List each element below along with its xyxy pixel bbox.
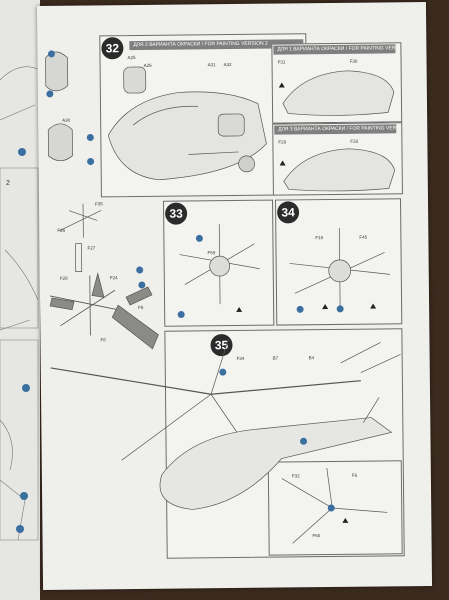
- part-label: F30: [349, 58, 358, 64]
- part-label: F5: [138, 304, 144, 311]
- part-label: F18: [315, 235, 324, 241]
- part-label: F28: [59, 275, 68, 281]
- part-label: F6: [351, 472, 358, 478]
- left-page: 2: [0, 0, 40, 600]
- part-label: A30: [62, 117, 71, 123]
- part-label: A26: [143, 62, 152, 68]
- part-label: F31: [277, 59, 286, 65]
- part-label: F26: [57, 227, 66, 233]
- part-label: F34: [236, 355, 245, 361]
- instruction-page: 32 ДЛЯ 2 ВАРИАНТА ОКРАСКИ / FOR PAINTING…: [36, 1, 433, 591]
- part-label: F33: [350, 138, 359, 144]
- part-label: F24: [109, 275, 118, 281]
- part-label: F59: [207, 250, 216, 256]
- part-label: B4: [308, 355, 315, 361]
- part-label: B7: [272, 355, 279, 361]
- part-label: F45: [359, 234, 368, 240]
- part-label: F60: [312, 533, 321, 539]
- left-page-drawing: [0, 66, 40, 541]
- part-label: F29: [278, 139, 287, 145]
- part-label: F8: [100, 337, 106, 343]
- part-label: A32: [223, 62, 232, 68]
- part-label: A31: [207, 62, 216, 68]
- part-label: F27: [87, 245, 96, 251]
- left-page-fragment-label: 2: [6, 180, 10, 187]
- part-label: F32: [291, 473, 300, 479]
- part-label: A25: [127, 55, 136, 61]
- part-label: F35: [95, 201, 103, 207]
- assembly-line-art: [45, 50, 401, 544]
